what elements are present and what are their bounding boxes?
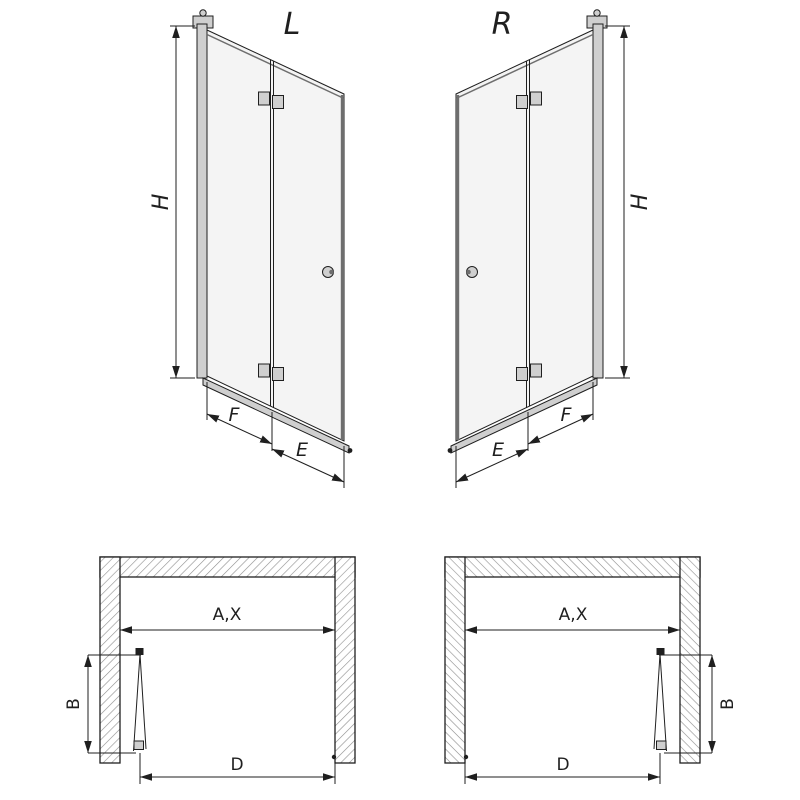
plan-hinge-bottom-block [133,740,144,750]
label-opening-width-left: A,X [213,605,242,625]
plan-guide-dot [331,754,337,760]
label-door-depth-right: B [718,698,738,710]
label-variant-left: L [284,7,301,42]
label-variant-right: R [492,7,513,42]
label-panel-e-right: E [492,439,504,461]
door-variant-geometry-mirrored [445,10,712,784]
hinge-bottom-left-plate [258,363,270,378]
bottom-guide-dot [347,448,353,453]
plan-hinge-top-block [135,648,144,655]
f-dimension-line [206,413,273,445]
top-frame-line [206,33,345,100]
wall-profile [196,23,208,379]
label-panel-e-left: E [296,439,308,461]
door-variant-geometry [84,9,356,784]
hinge-top-left-plate [258,91,270,106]
top-bracket-knob [199,9,207,17]
label-panel-f-right: F [561,404,573,426]
bottom-track [202,377,350,454]
plan-left-wall [99,556,121,764]
label-opening-width-right: A,X [559,605,588,625]
plan-top-wall [99,556,356,578]
label-panel-f-left: F [229,404,241,426]
labels-layer: L R H H F E F E A,X A,X B B D D [64,7,738,775]
plan-folded-panel-2 [139,653,147,750]
label-entry-width-left: D [230,755,243,775]
label-height-left: H [149,194,174,211]
glass-panels [206,29,345,442]
e-dimension-line [271,448,345,483]
label-entry-width-right: D [556,755,569,775]
label-door-depth-left: B [64,698,84,710]
hinge-bottom-right-plate [272,367,284,381]
plan-right-wall [334,556,356,764]
hinge-top-right-plate [272,95,284,109]
plan-folded-panel-1 [133,653,141,752]
handle-knob-cap [329,269,334,275]
label-height-right: H [628,194,653,211]
